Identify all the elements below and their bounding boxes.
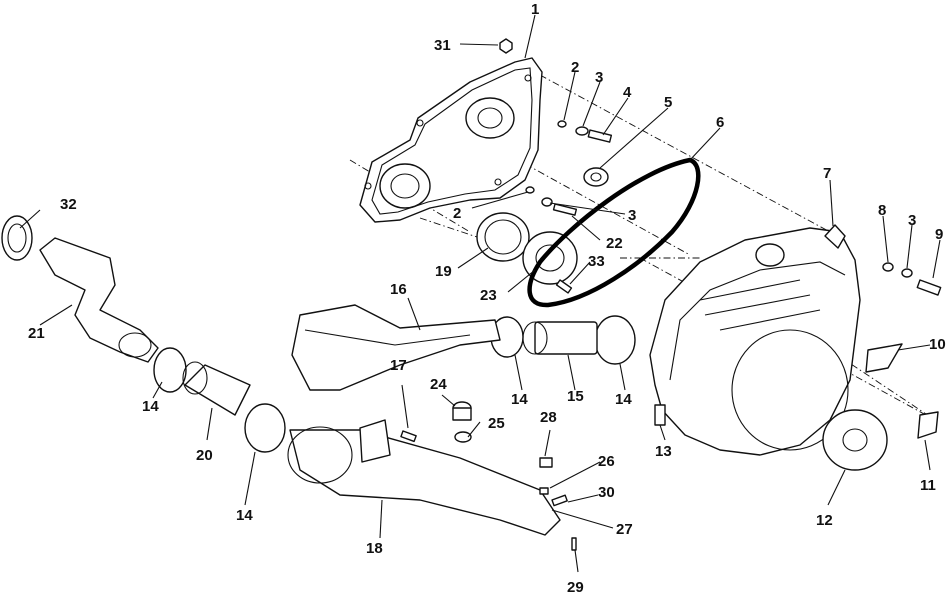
hardware-upper [525,120,613,216]
callout-18: 18 [366,540,383,557]
cap-24-25 [452,401,472,443]
decal-10 [865,343,903,373]
callout-4: 4 [623,84,632,101]
callout-28: 28 [540,409,557,426]
callout-29: 29 [567,579,584,595]
callout-23: 23 [480,287,497,304]
callout-labels: 1 31 2 3 4 5 6 7 8 3 9 10 2 3 22 32 21 1… [28,1,946,595]
callout-5: 5 [664,94,672,111]
clamps-14 [153,315,636,453]
label-11 [917,411,939,439]
callout-6: 6 [716,114,724,131]
callout-26: 26 [598,453,615,470]
screw-33 [555,279,573,294]
callout-30: 30 [598,484,615,501]
callout-25: 25 [488,415,505,432]
callout-1: 1 [531,1,539,18]
leader-lines [19,14,941,573]
callout-20: 20 [196,447,213,464]
callout-27: 27 [616,521,633,538]
callout-17: 17 [390,357,407,374]
intake-elbow-21 [39,237,159,363]
callout-13: 13 [655,443,672,460]
callout-10: 10 [929,336,946,353]
callout-31: 31 [434,37,451,54]
callout-32: 32 [60,196,77,213]
callout-33: 33 [588,253,605,270]
sleeve-20 [182,361,251,416]
hardware-right [882,262,942,296]
seal-19 [476,212,530,262]
callout-14: 14 [511,391,528,408]
callout-14: 14 [615,391,632,408]
callout-24: 24 [430,376,447,393]
callout-3: 3 [908,212,916,229]
silencer-18 [287,419,561,536]
seal-32 [1,215,33,261]
sleeve-15 [522,321,598,355]
callout-9: 9 [935,226,943,243]
callout-2: 2 [571,59,579,76]
callout-2: 2 [453,205,461,222]
nut-31 [499,38,513,54]
callout-8: 8 [878,202,886,219]
callout-22: 22 [606,235,623,252]
callout-15: 15 [567,388,584,405]
callout-16: 16 [390,281,407,298]
callout-19: 19 [435,263,452,280]
callout-3: 3 [628,207,636,224]
inner-cover-plate [359,57,543,223]
callout-7: 7 [823,165,831,182]
outer-cover-7 [649,224,861,456]
callout-14: 14 [236,507,253,524]
callout-3: 3 [595,69,603,86]
callout-21: 21 [28,325,45,342]
small-hardware [400,430,577,551]
callout-11: 11 [920,477,936,494]
intake-duct-16 [291,304,501,391]
disk-12 [822,409,888,471]
callout-12: 12 [816,512,833,529]
callout-14: 14 [142,398,159,415]
